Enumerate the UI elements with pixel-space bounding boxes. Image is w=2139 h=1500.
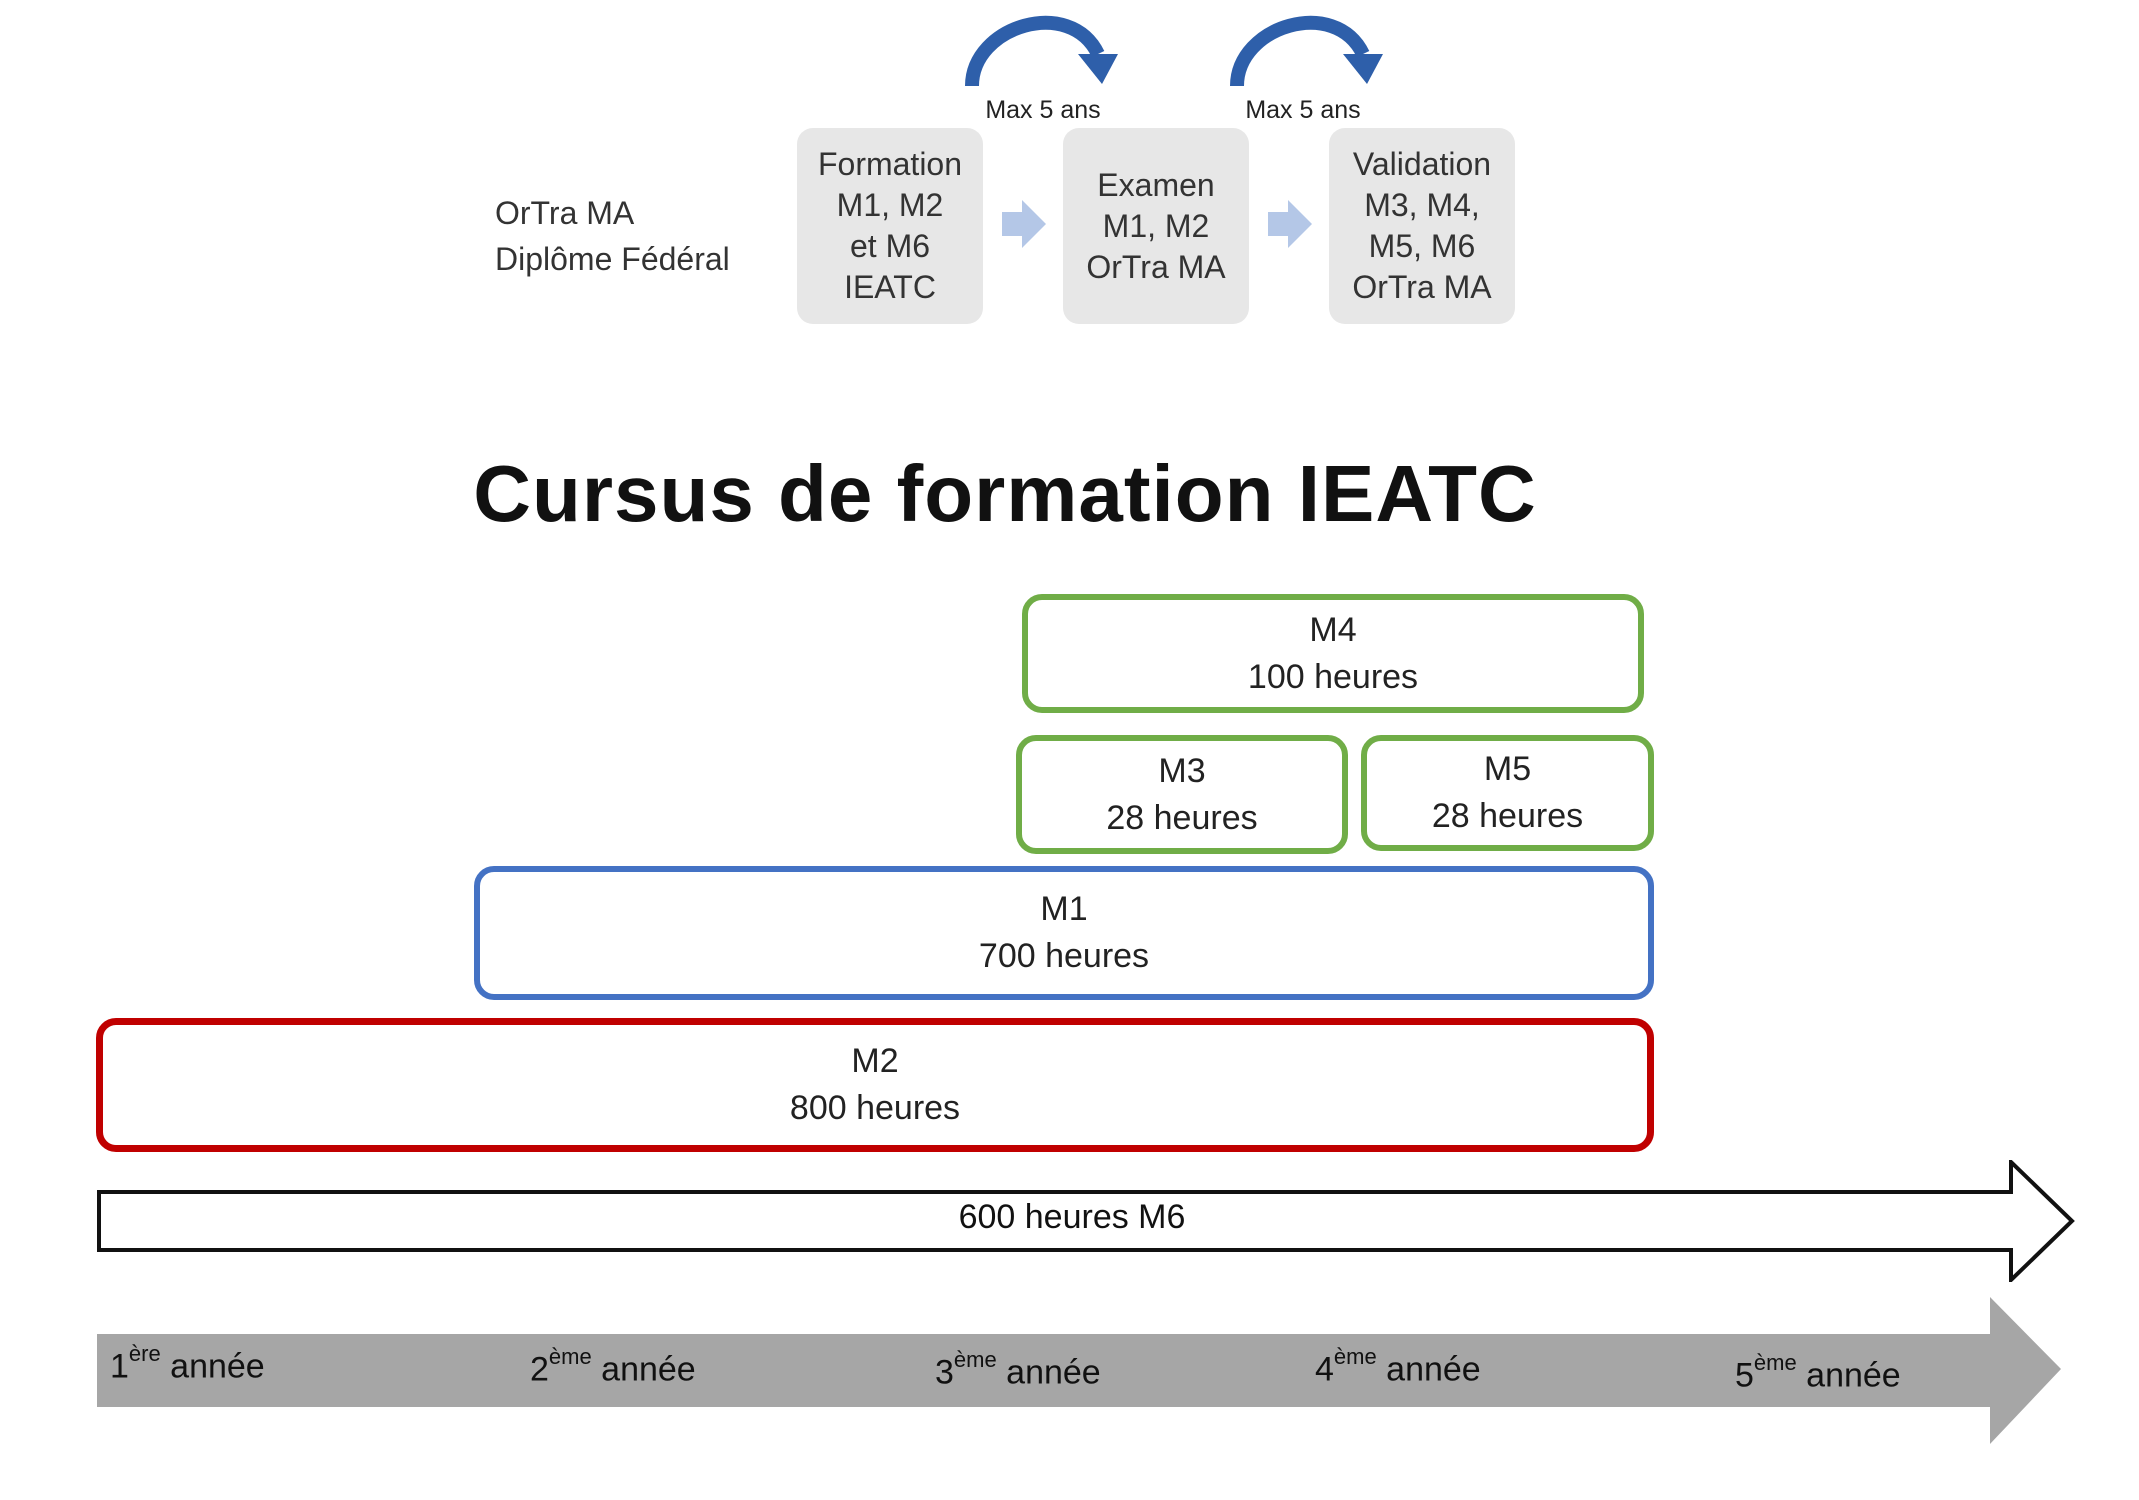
curved-arrow-icon bbox=[965, 15, 1118, 87]
module-m4: M4 100 heures bbox=[1022, 594, 1644, 713]
module-name: M4 bbox=[1309, 610, 1357, 649]
year-label: 1ère année bbox=[110, 1341, 265, 1386]
step-line: M5, M6 bbox=[1368, 228, 1476, 264]
gap-label: Max 5 ans bbox=[985, 96, 1101, 124]
curved-arrow-icon bbox=[1230, 15, 1383, 87]
timeline-arrow bbox=[97, 1297, 2061, 1444]
year-label: 4ème année bbox=[1315, 1344, 1481, 1389]
module-name: M3 bbox=[1158, 751, 1206, 790]
step-line: Formation bbox=[817, 146, 963, 182]
module-hours: 800 heures bbox=[789, 1089, 961, 1127]
year-num: 1 bbox=[110, 1347, 129, 1386]
year-num: 3 bbox=[935, 1353, 954, 1392]
module-name: M1 bbox=[1040, 890, 1088, 928]
step-line: OrTra MA bbox=[1086, 248, 1226, 285]
module-hours: 100 heures bbox=[1247, 657, 1419, 696]
module-name: M5 bbox=[1483, 750, 1532, 788]
year-num: 2 bbox=[530, 1350, 549, 1389]
gap-label: Max 5 ans bbox=[1245, 96, 1361, 124]
module-name: M2 bbox=[851, 1042, 899, 1080]
year-sup: ème bbox=[1333, 1344, 1377, 1369]
year-word: année bbox=[170, 1347, 265, 1386]
year-label: 5ème année bbox=[1735, 1350, 1901, 1395]
year-word: année bbox=[1806, 1356, 1901, 1395]
module-hours: 28 heures bbox=[1431, 797, 1584, 835]
step-line: IEATC bbox=[844, 269, 936, 305]
step-line: Examen bbox=[1097, 166, 1215, 203]
step-line: OrTra MA bbox=[1352, 269, 1492, 305]
step-line: et M6 bbox=[849, 228, 931, 264]
module-m3: M3 28 heures bbox=[1016, 735, 1348, 854]
process-step-formation: Formation M1, M2 et M6 IEATC bbox=[797, 128, 983, 324]
chevron-arrow-icon bbox=[1002, 200, 1046, 248]
step-line: Validation bbox=[1352, 146, 1492, 182]
module-m1: M1 700 heures bbox=[474, 866, 1654, 1000]
process-step-validation: Validation M3, M4, M5, M6 OrTra MA bbox=[1329, 128, 1515, 324]
year-num: 4 bbox=[1315, 1350, 1334, 1389]
process-label: OrTra MA Diplôme Fédéral bbox=[495, 190, 730, 282]
year-num: 5 bbox=[1735, 1356, 1754, 1395]
year-label: 2ème année bbox=[530, 1344, 696, 1389]
module-m5: M5 28 heures bbox=[1361, 735, 1654, 851]
step-line: M1, M2 bbox=[1102, 207, 1210, 244]
page-title: Cursus de formation IEATC bbox=[473, 449, 1537, 538]
year-label: 3ème année bbox=[935, 1347, 1101, 1392]
year-sup: ème bbox=[1753, 1350, 1797, 1375]
year-word: année bbox=[601, 1350, 696, 1389]
m6-arrow-label: 600 heures M6 bbox=[958, 1198, 1186, 1236]
year-word: année bbox=[1386, 1350, 1481, 1389]
module-hours: 700 heures bbox=[978, 937, 1150, 975]
process-label-line1: OrTra MA bbox=[495, 195, 635, 231]
year-sup: ème bbox=[548, 1344, 592, 1369]
year-sup: ème bbox=[953, 1347, 997, 1372]
year-word: année bbox=[1006, 1353, 1101, 1392]
process-label-line2: Diplôme Fédéral bbox=[495, 241, 730, 277]
process-step-examen: Examen M1, M2 OrTra MA bbox=[1063, 128, 1249, 324]
chevron-arrow-icon bbox=[1268, 200, 1312, 248]
year-sup: ère bbox=[128, 1341, 161, 1366]
module-m2: M2 800 heures bbox=[96, 1018, 1654, 1152]
step-line: M3, M4, bbox=[1364, 187, 1480, 223]
step-line: M1, M2 bbox=[836, 187, 944, 223]
m6-arrow bbox=[97, 1160, 2075, 1282]
module-hours: 28 heures bbox=[1106, 798, 1258, 837]
